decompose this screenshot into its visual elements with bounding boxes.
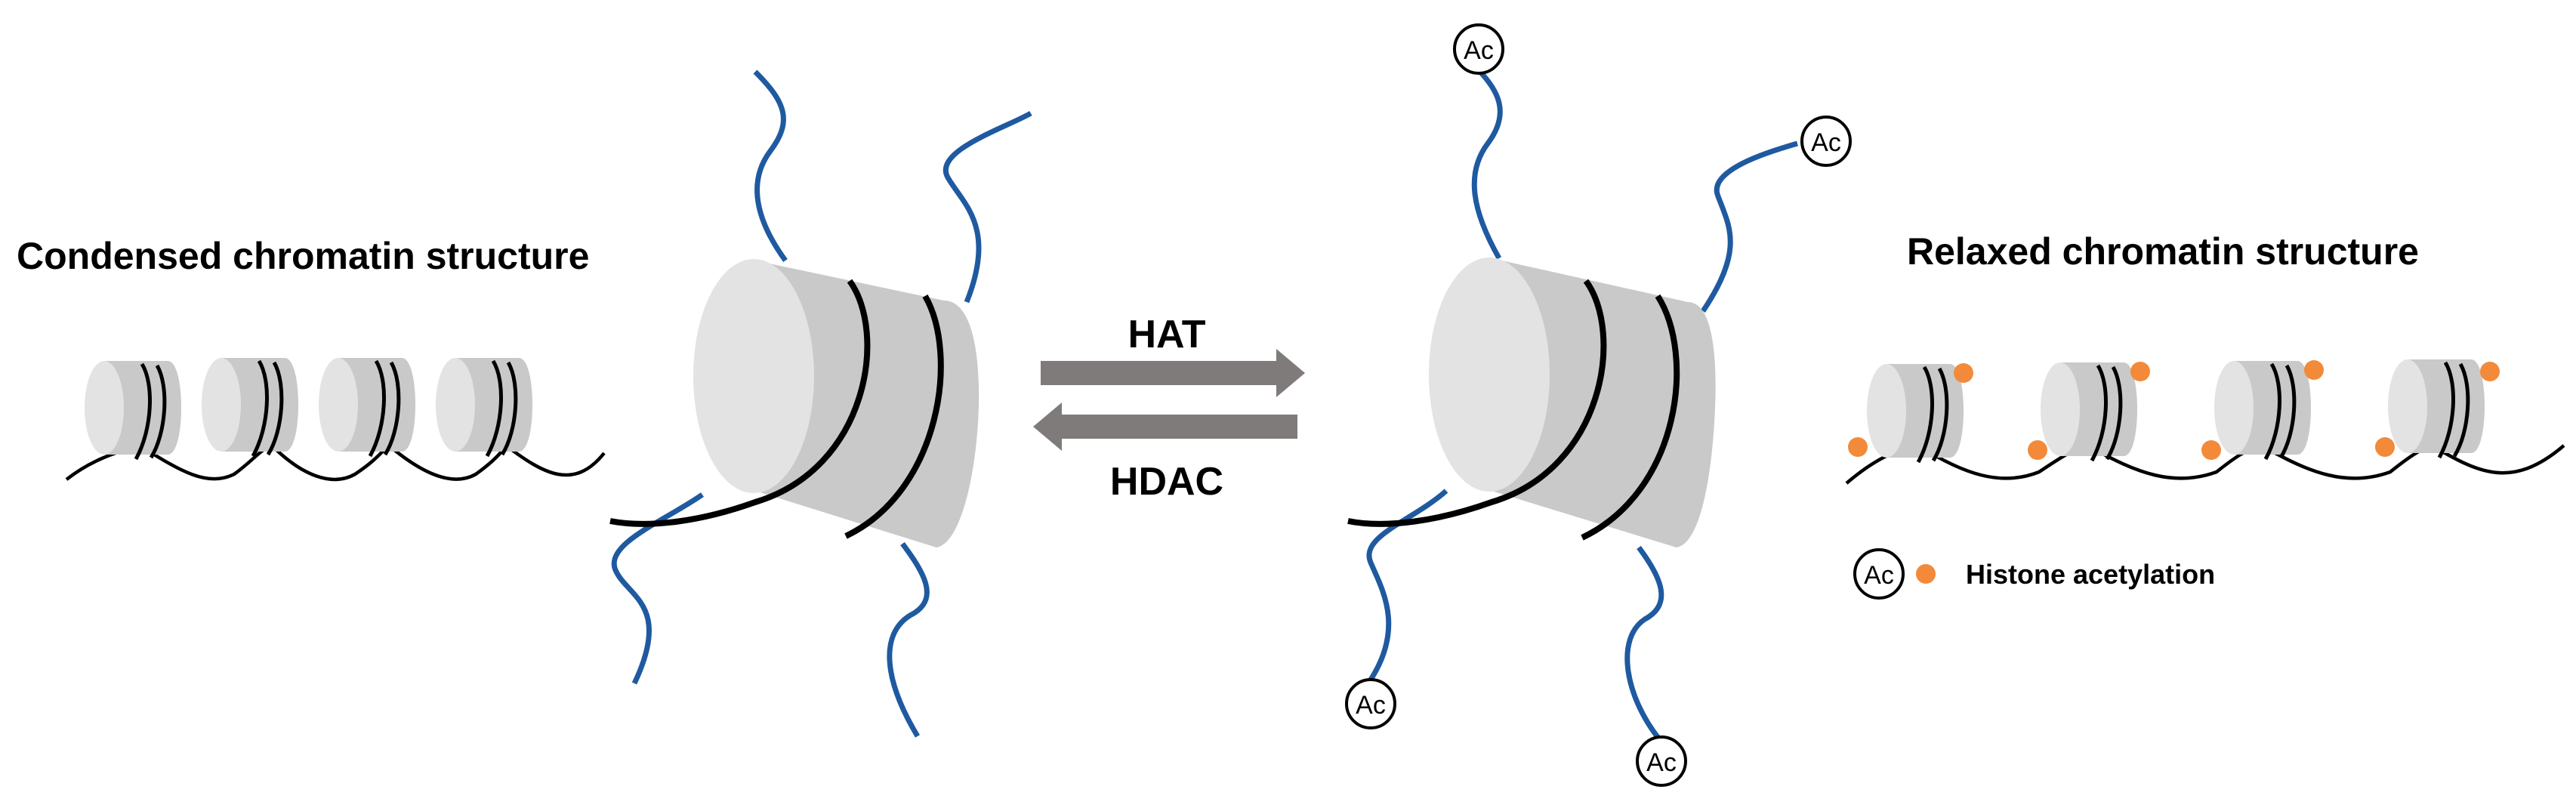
condensed-nucleosome-3 <box>319 358 415 456</box>
svg-text:Ac: Ac <box>1464 36 1494 65</box>
histone-tail <box>942 110 1032 304</box>
left-title: Condensed chromatin structure <box>17 235 589 277</box>
histone-tail <box>611 492 705 685</box>
histone-tail <box>1471 66 1503 260</box>
legend-acetyl-dot <box>1916 564 1936 584</box>
dna-wrap <box>1581 294 1680 541</box>
acetyl-dot <box>2480 362 2500 381</box>
dna-wrap <box>1347 279 1607 527</box>
relaxed-nucleosome-2 <box>2041 362 2137 461</box>
deacetylated-nucleosome <box>609 69 1032 738</box>
svg-text:Ac: Ac <box>1864 561 1894 590</box>
acetyl-dot <box>1954 363 1973 383</box>
acetylated-nucleosome: Ac Ac Ac Ac <box>1345 23 1852 787</box>
legend: Ac Histone acetylation <box>1853 548 2215 600</box>
acetyl-dot <box>2028 440 2047 460</box>
nucleosome-face <box>693 259 814 493</box>
acetyl-tag: Ac <box>1800 116 1852 167</box>
histone-tail <box>1624 545 1664 742</box>
dna-wrap <box>844 294 944 539</box>
acetyl-tag: Ac <box>1636 735 1687 787</box>
acetyl-tag: Ac <box>1345 678 1396 729</box>
acetyl-dot <box>2304 360 2324 380</box>
relaxed-nucleosome-3 <box>2214 361 2311 459</box>
histone-tail <box>753 69 788 263</box>
nucleosome-face <box>1429 257 1550 492</box>
acetyl-tag: Ac <box>1453 23 1504 75</box>
acetyl-dot <box>2375 437 2395 457</box>
forward-arrow <box>1041 349 1305 397</box>
condensed-nucleosome-4 <box>436 358 532 456</box>
histone-tail <box>1701 140 1798 313</box>
legend-label: Histone acetylation <box>1966 559 2215 590</box>
relaxed-nucleosome-array <box>1845 359 2565 485</box>
right-title: Relaxed chromatin structure <box>1907 230 2419 273</box>
histone-tail <box>1366 489 1448 681</box>
condensed-nucleosome-1 <box>85 361 181 459</box>
hdac-label: HDAC <box>1110 460 1223 504</box>
svg-text:Ac: Ac <box>1646 748 1677 777</box>
acetyl-dot <box>1848 437 1868 457</box>
acetyl-dot <box>2201 440 2221 460</box>
condensed-nucleosome-array <box>65 358 606 482</box>
equilibrium-arrows: HAT HDAC <box>1033 313 1305 504</box>
dna-wrap <box>609 279 871 527</box>
acetyl-dot <box>2130 362 2150 381</box>
histone-tail <box>887 541 930 738</box>
legend-acetyl-tag: Ac <box>1853 548 1905 600</box>
relaxed-nucleosome-1 <box>1867 364 1964 462</box>
svg-text:Ac: Ac <box>1811 128 1841 157</box>
relaxed-nucleosome-4 <box>2388 359 2485 458</box>
svg-text:Ac: Ac <box>1356 691 1386 720</box>
hat-label: HAT <box>1128 313 1205 356</box>
reverse-arrow <box>1033 402 1297 451</box>
condensed-nucleosome-2 <box>202 358 298 456</box>
